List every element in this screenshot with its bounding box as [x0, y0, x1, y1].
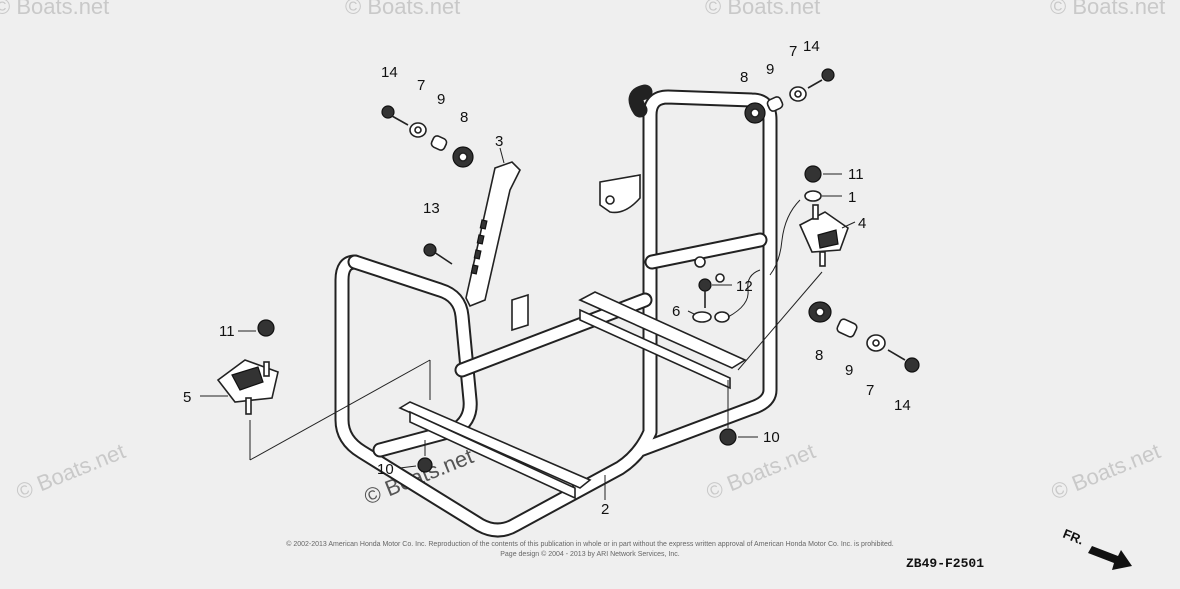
callout-9-a: 9: [437, 91, 445, 108]
leader-lines: [200, 147, 856, 500]
callout-9-b: 9: [766, 61, 774, 78]
watermark-top-3: © Boats.net: [705, 0, 820, 19]
callout-14-b: 14: [803, 38, 820, 55]
bolt-part-13[interactable]: [423, 243, 453, 265]
callout-labels: 14 7 9 8 3 13 11 5 10 2 8 9 7 14 11 1 4 …: [183, 38, 911, 518]
mount-set-top-left[interactable]: [381, 105, 474, 168]
callout-4: 4: [858, 215, 866, 232]
watermark-bottom-3: © Boats.net: [703, 438, 819, 504]
callout-1: 1: [848, 189, 856, 206]
callout-9-c: 9: [845, 362, 853, 379]
callout-14-c: 14: [894, 397, 911, 414]
callout-6: 6: [672, 303, 680, 320]
callout-11-b: 11: [848, 166, 864, 183]
callout-2: 2: [601, 501, 609, 518]
copyright-line-2: Page design © 2004 - 2013 by ARI Network…: [500, 550, 680, 558]
watermark-top-2: © Boats.net: [345, 0, 460, 19]
mount-set-top-right[interactable]: [744, 68, 835, 124]
callout-8-a: 8: [460, 109, 468, 126]
callout-14-a: 14: [381, 64, 398, 81]
copyright-line-1: © 2002-2013 American Honda Motor Co. Inc…: [286, 540, 894, 548]
frame-part-2[interactable]: [334, 84, 778, 538]
mount-set-bottom-right[interactable]: [808, 301, 920, 373]
watermark-bottom-4: © Boats.net: [1048, 438, 1164, 504]
watermark-top-1: © Boats.net: [0, 0, 109, 19]
callout-8-c: 8: [815, 347, 823, 364]
callout-3: 3: [495, 133, 503, 150]
nut-part-10-left[interactable]: [417, 457, 433, 473]
callout-11-a: 11: [219, 323, 235, 340]
direction-label: FR.: [1061, 526, 1086, 548]
callout-12: 12: [736, 278, 753, 295]
ground-set-6-12[interactable]: [692, 269, 761, 323]
diagram-code: ZB49-F2501: [906, 556, 984, 571]
strap-part-3[interactable]: [465, 161, 521, 308]
callout-13: 13: [423, 200, 440, 217]
nut-part-10-right[interactable]: [719, 428, 737, 446]
callout-7-b: 7: [789, 43, 797, 60]
callout-10-b: 10: [763, 429, 780, 446]
mount-set-left[interactable]: [216, 319, 279, 415]
callout-8-b: 8: [740, 69, 748, 86]
callout-7-c: 7: [866, 382, 874, 399]
callout-7-a: 7: [417, 77, 425, 94]
front-direction-arrow-icon: FR.: [1061, 526, 1132, 570]
mount-set-right[interactable]: [769, 165, 849, 276]
callout-10-a: 10: [377, 461, 394, 478]
callout-5: 5: [183, 389, 191, 406]
watermark-top-4: © Boats.net: [1050, 0, 1165, 19]
watermark-layer: © Boats.net © Boats.net © Boats.net © Bo…: [0, 0, 1165, 510]
watermark-bottom-1: © Boats.net: [13, 438, 129, 504]
